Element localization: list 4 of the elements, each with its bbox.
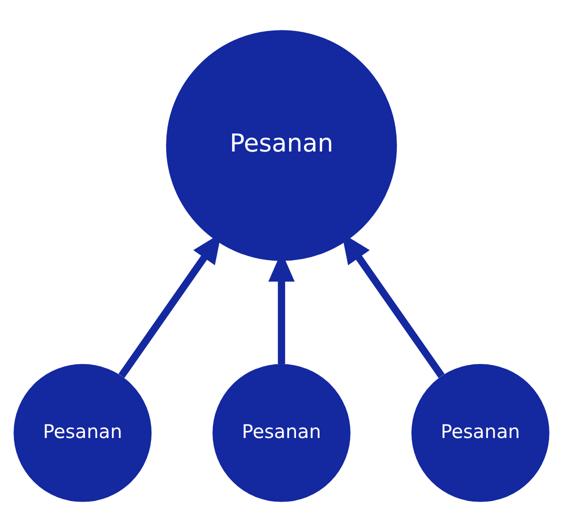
node-circle: Pesanan bbox=[212, 364, 350, 502]
node-circle: Pesanan bbox=[166, 30, 397, 260]
node-circle: Pesanan bbox=[411, 364, 550, 502]
node-circle: Pesanan bbox=[14, 364, 152, 502]
